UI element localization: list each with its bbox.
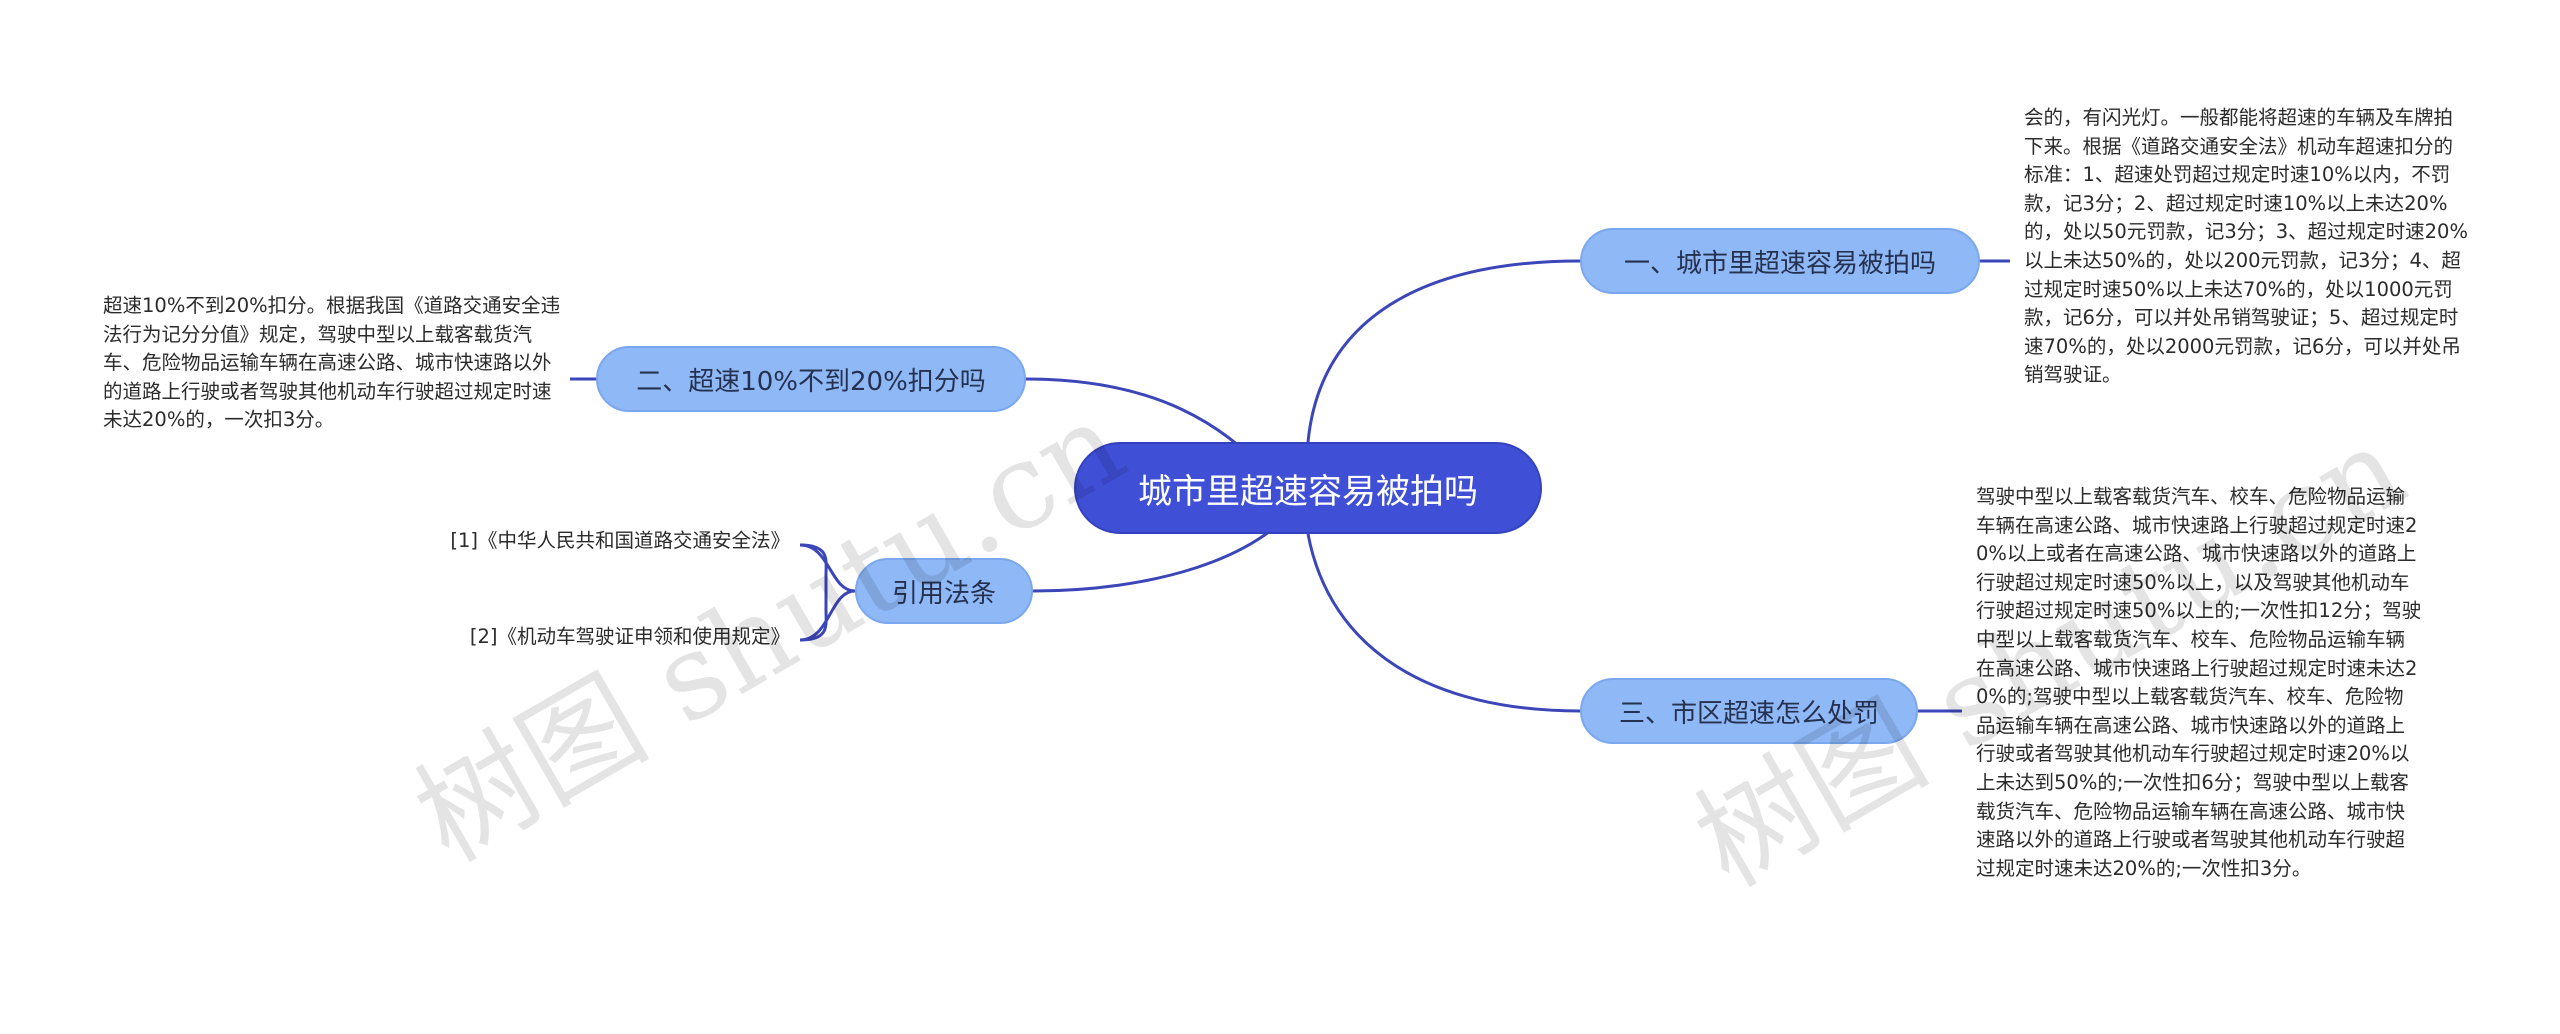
bracket-citations	[799, 543, 828, 642]
branch-node-city-speeding-camera[interactable]: 一、城市里超速容易被拍吗	[1580, 228, 1980, 294]
branch-1-detail-text: 会的，有闪光灯。一般都能将超速的车辆及车牌拍下来。根据《道路交通安全法》机动车超…	[2024, 106, 2468, 387]
branch-node-speeding-10-20-percent[interactable]: 二、超速10%不到20%扣分吗	[596, 346, 1026, 412]
branch-label: 一、城市里超速容易被拍吗	[1623, 248, 1936, 279]
link-root-branch-1	[1306, 259, 1581, 443]
branch-label: 二、超速10%不到20%扣分吗	[636, 366, 986, 397]
branch-2-detail-text: 超速10%不到20%扣分。根据我国《道路交通安全违法行为记分分值》规定，驾驶中型…	[103, 294, 561, 432]
citation-2: [2]《机动车驾驶证申领和使用规定》	[469, 625, 790, 648]
branch-node-urban-speeding-penalty[interactable]: 三、市区超速怎么处罚	[1580, 678, 1918, 744]
branch-node-cited-laws[interactable]: 引用法条	[855, 558, 1033, 624]
branch-label: 引用法条	[891, 578, 996, 609]
root-node[interactable]: 城市里超速容易被拍吗	[1074, 442, 1542, 534]
branch-4-detail-text: 驾驶中型以上载客载货汽车、校车、危险物品运输车辆在高速公路、城市快速路上行驶超过…	[1976, 485, 2422, 880]
citation-1: [1]《中华人民共和国道路交通安全法》	[450, 529, 790, 552]
link-root-branch-4	[1306, 533, 1581, 713]
root-label: 城市里超速容易被拍吗	[1138, 471, 1478, 512]
branch-label: 三、市区超速怎么处罚	[1618, 698, 1879, 729]
